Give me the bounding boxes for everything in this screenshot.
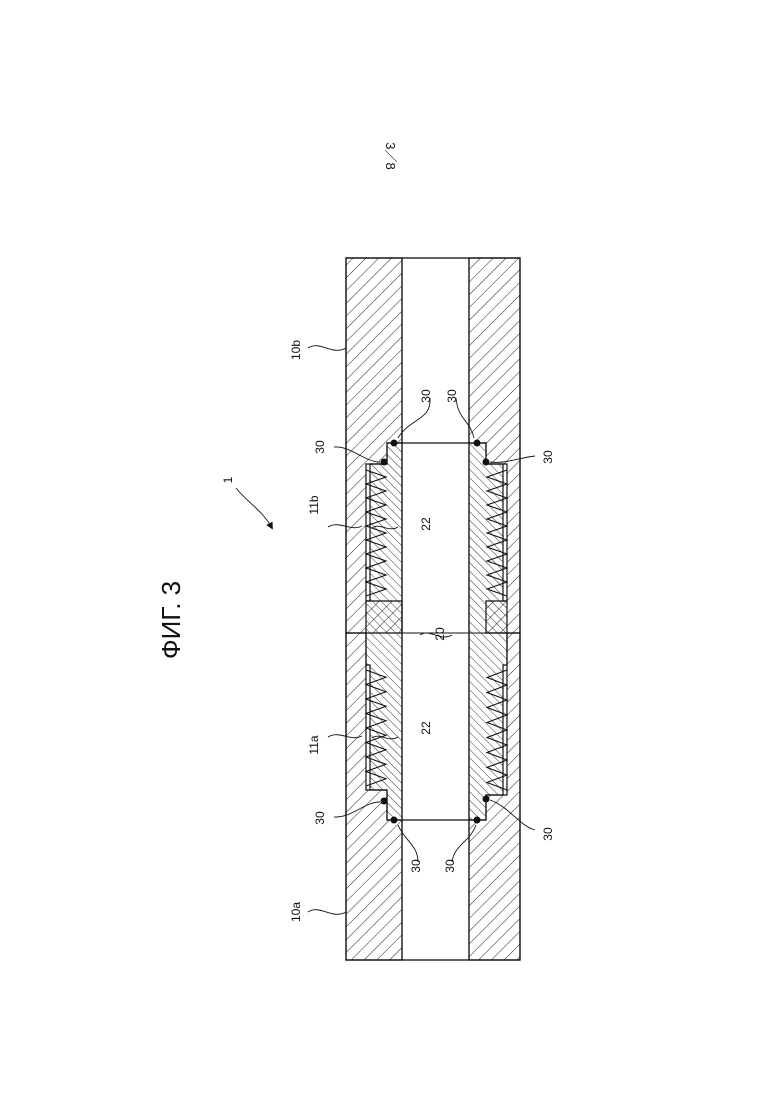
label-22-lower: 22 [419, 721, 433, 735]
label-30: 30 [313, 811, 327, 825]
label-11b: 11b [307, 495, 321, 514]
label-30: 30 [409, 859, 423, 873]
weld-point-dot [391, 817, 398, 824]
weld-point-dot [474, 440, 481, 447]
weld-point-dot [483, 796, 490, 803]
weld-point-dot [483, 459, 490, 466]
label-11a: 11a [307, 735, 321, 754]
label-1: 1 [221, 476, 235, 483]
weld-point-dot [474, 817, 481, 824]
label-30: 30 [419, 389, 433, 403]
label-30: 30 [541, 827, 555, 841]
label-20: 20 [433, 627, 447, 641]
label-30: 30 [313, 440, 327, 454]
page-number: 3／8 [383, 142, 398, 169]
figure-title: ФИГ. 3 [156, 581, 186, 659]
label-30: 30 [541, 450, 555, 464]
weld-point-dot [381, 459, 388, 466]
assembly-arrow [236, 488, 272, 528]
label-30: 30 [443, 859, 457, 873]
weld-point-dot [391, 440, 398, 447]
label-10a: 10a [289, 902, 303, 922]
weld-point-dot [381, 798, 388, 805]
label-22-upper: 22 [419, 517, 433, 531]
label-30: 30 [445, 389, 459, 403]
label-10b: 10b [289, 340, 303, 360]
